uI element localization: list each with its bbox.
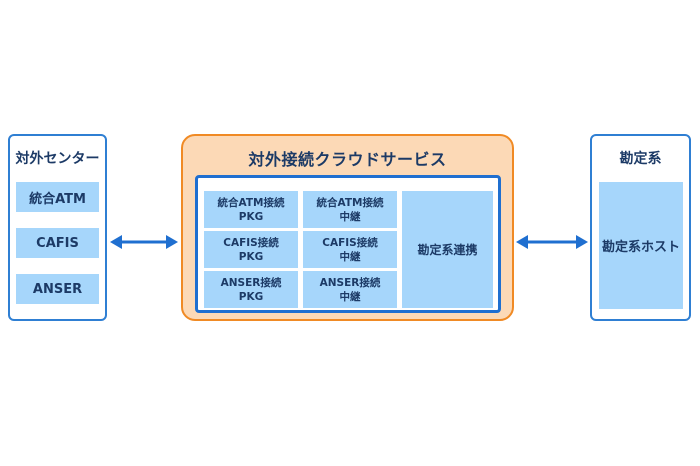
module-line2: PKG [238,250,264,263]
module-line1: ANSER接続 [319,276,381,289]
module-cafis-pkg: CAFIS接続 PKG [204,231,298,268]
external-center-panel: 対外センター 統合ATM CAFIS ANSER [8,134,107,321]
module-integrated-atm-pkg: 統合ATM接続 PKG [204,191,298,228]
integrated-atm-label: 統合ATM [29,191,86,207]
module-anser-relay: ANSER接続 中継 [303,271,397,308]
anser-box: ANSER [16,274,99,304]
accounting-host-box: 勘定系ホスト [599,182,683,309]
cafis-box: CAFIS [16,228,99,258]
module-line1: CAFIS接続 [223,236,279,249]
right-bidirectional-arrow [516,235,588,249]
accounting-link-label: 勘定系連携 [417,242,478,257]
accounting-system-title: 勘定系 [619,151,662,167]
cloud-service-title: 対外接続クラウドサービス [248,150,447,169]
module-accounting-link: 勘定系連携 [402,191,493,308]
accounting-system-panel: 勘定系 勘定系ホスト [590,134,691,321]
module-line2: 中継 [339,290,361,303]
integrated-atm-box: 統合ATM [16,182,99,212]
module-line2: PKG [238,290,264,303]
module-line1: CAFIS接続 [322,236,378,249]
anser-label: ANSER [32,281,83,297]
module-line2: 中継 [339,210,361,223]
module-line2: 中継 [339,250,361,263]
module-integrated-atm-relay: 統合ATM接続 中継 [303,191,397,228]
module-anser-pkg: ANSER接続 PKG [204,271,298,308]
accounting-host-label: 勘定系ホスト [601,240,680,255]
external-center-title: 対外センター [15,151,100,167]
module-line1: 統合ATM接続 [316,196,384,209]
module-line2: PKG [238,210,264,223]
cloud-service-inner-box: 統合ATM接続 PKG 統合ATM接続 中継 CAFIS接続 PKG CAFIS… [195,175,501,313]
module-line1: ANSER接続 [220,276,282,289]
module-cafis-relay: CAFIS接続 中継 [303,231,397,268]
cafis-label: CAFIS [36,235,79,251]
left-bidirectional-arrow [110,235,178,249]
cloud-service-panel: 対外接続クラウドサービス 統合ATM接続 PKG 統合ATM接続 中継 CAFI… [181,134,514,321]
module-line1: 統合ATM接続 [217,196,285,209]
